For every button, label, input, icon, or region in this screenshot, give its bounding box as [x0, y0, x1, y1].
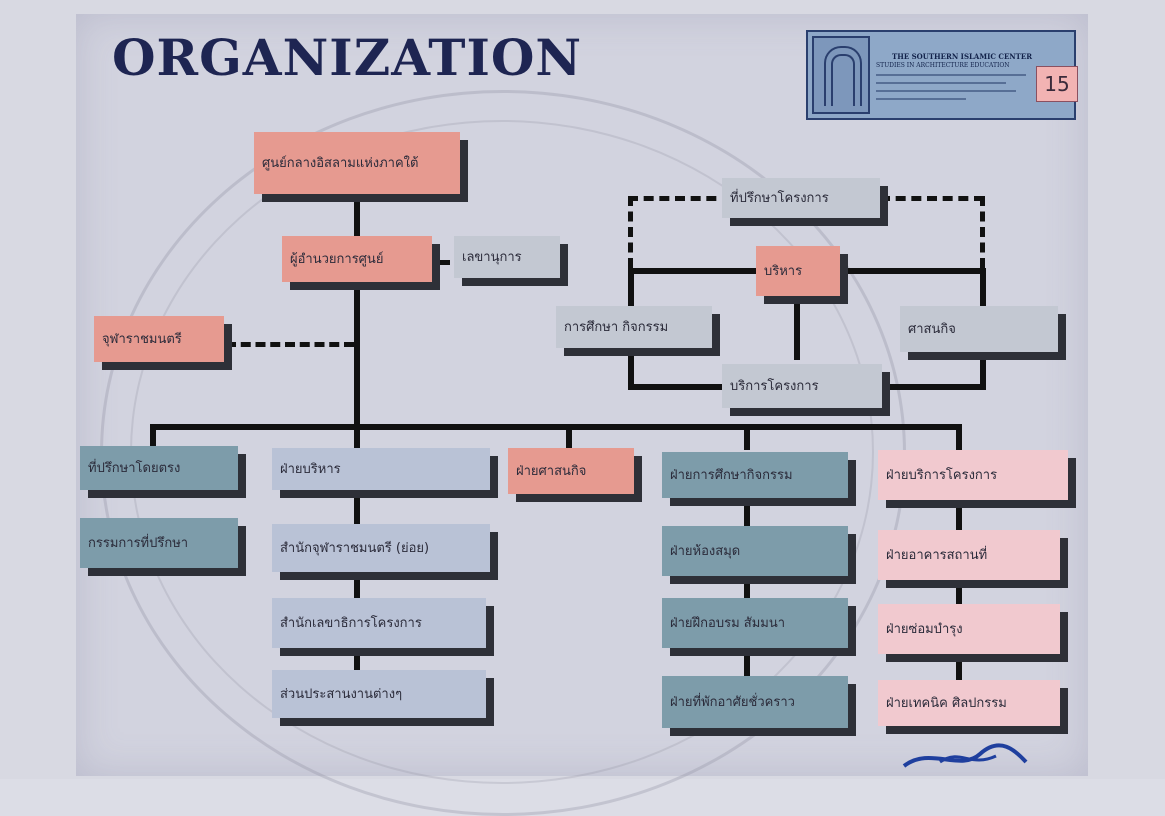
dashed-connector — [628, 196, 732, 201]
node-admin-div: ฝ่ายบริหาร — [272, 448, 490, 490]
arch-logo-icon — [812, 36, 870, 114]
node-activity-div: ฝ่ายการศึกษากิจกรรม — [662, 452, 848, 498]
connector — [628, 268, 758, 274]
node-activity-sub2: ฝ่ายฝึกอบรม สัมมนา — [662, 598, 848, 648]
node-director: ผู้อำนวยการศูนย์ — [282, 236, 432, 282]
node-admin-sub1: สำนักจุฬาราชมนตรี (ย่อย) — [272, 524, 490, 572]
node-education-activity: การศึกษา กิจกรรม — [556, 306, 712, 348]
node-service-sub1: ฝ่ายอาคารสถานที่ — [878, 530, 1060, 580]
node-advisors: ที่ปรึกษาโดยตรง — [80, 446, 238, 490]
signature-icon — [902, 743, 1028, 768]
node-committee: กรรมการที่ปรึกษา — [80, 518, 238, 568]
title-block-line1: THE SOUTHERN ISLAMIC CENTER — [892, 52, 1033, 61]
connector — [430, 260, 450, 265]
dashed-connector — [628, 196, 633, 268]
node-secretary: เลขานุการ — [454, 236, 560, 278]
node-project-service: บริการโครงการ — [722, 364, 882, 408]
title-block-line2: STUDIES IN ARCHITECTURE EDUCATION — [876, 62, 1010, 69]
page-title: ORGANIZATION — [112, 28, 583, 87]
dashed-connector — [880, 196, 984, 201]
connector — [744, 500, 750, 690]
node-religious-affairs: ศาสนกิจ — [900, 306, 1058, 352]
connector — [744, 424, 750, 450]
connector — [354, 490, 360, 690]
connector — [628, 384, 728, 390]
dashed-connector — [980, 196, 985, 268]
node-executive: บริหาร — [756, 246, 840, 296]
node-activity-sub1: ฝ่ายห้องสมุด — [662, 526, 848, 576]
page-number: 15 — [1036, 66, 1078, 102]
connector — [150, 424, 156, 448]
connector — [794, 300, 800, 360]
node-mosque-imam: จุฬาราชมนตรี — [94, 316, 224, 362]
connector — [956, 500, 962, 690]
node-service-sub2: ฝ่ายซ่อมบำรุง — [878, 604, 1060, 654]
node-religion-div: ฝ่ายศาสนกิจ — [508, 448, 634, 494]
node-center: ศูนย์กลางอิสลามแห่งภาคใต้ — [254, 132, 460, 194]
node-service-div: ฝ่ายบริการโครงการ — [878, 450, 1068, 500]
connector — [354, 200, 360, 244]
node-advisor-committee: ที่ปรึกษาโครงการ — [722, 178, 880, 218]
connector — [890, 384, 986, 390]
connector — [354, 284, 360, 426]
connector — [566, 424, 572, 450]
node-admin-sub2: สำนักเลขาธิการโครงการ — [272, 598, 486, 648]
title-block: THE SOUTHERN ISLAMIC CENTER STUDIES IN A… — [806, 30, 1078, 120]
node-activity-sub3: ฝ่ายที่พักอาศัยชั่วคราว — [662, 676, 848, 728]
connector — [150, 424, 960, 430]
connector — [838, 268, 986, 274]
node-admin-sub3: ส่วนประสานงานต่างๆ — [272, 670, 486, 718]
connector — [956, 424, 962, 450]
dashed-connector — [226, 342, 354, 347]
connector — [354, 424, 360, 454]
node-service-sub3: ฝ่ายเทคนิค ศิลปกรรม — [878, 680, 1060, 726]
